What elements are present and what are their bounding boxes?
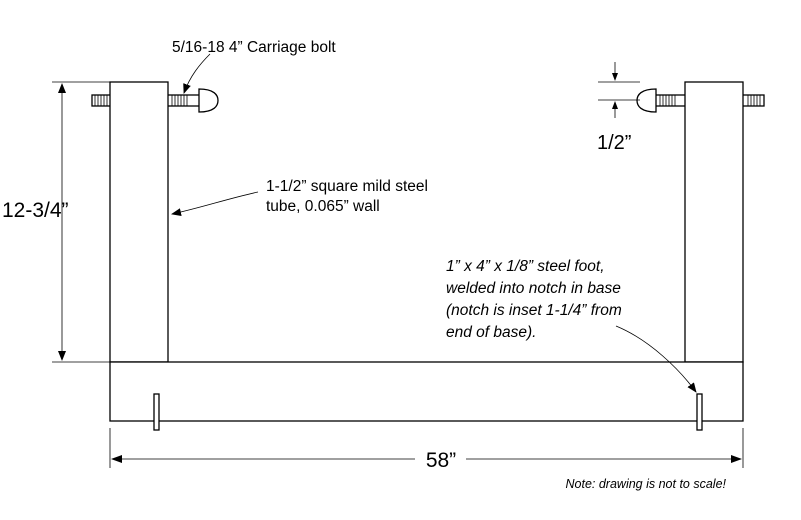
bolt-leader: [183, 53, 211, 94]
foot-label-line1: 1” x 4” x 1/8” steel foot,: [446, 258, 605, 275]
tube-label-line2: tube, 0.065” wall: [266, 198, 380, 215]
width-label: 58”: [426, 449, 456, 472]
bolt-offset-label: 1/2”: [597, 132, 631, 154]
tube-leader: [171, 191, 259, 217]
foot-leader: [615, 325, 697, 393]
left-upright-tube: [109, 81, 169, 363]
right-steel-foot: [696, 393, 703, 431]
left-bolt-threads: [94, 95, 188, 106]
left-bolt-head: [198, 88, 219, 113]
tube-label-line1: 1-1/2” square mild steel: [266, 178, 428, 195]
foot-label-line4: end of base).: [446, 324, 536, 341]
left-steel-foot: [153, 393, 160, 431]
scale-note: Note: drawing is not to scale!: [566, 477, 727, 491]
foot-label-line3: (notch is inset 1-1/4” from: [446, 302, 622, 319]
height-label: 12-3/4”: [2, 199, 69, 222]
right-upright-tube: [684, 81, 744, 363]
right-bolt-threads: [659, 95, 761, 106]
right-bolt-head: [636, 88, 657, 113]
bolt-label: 5/16-18 4” Carriage bolt: [172, 39, 336, 56]
foot-label-line2: welded into notch in base: [446, 280, 621, 297]
base-tube: [109, 361, 744, 422]
